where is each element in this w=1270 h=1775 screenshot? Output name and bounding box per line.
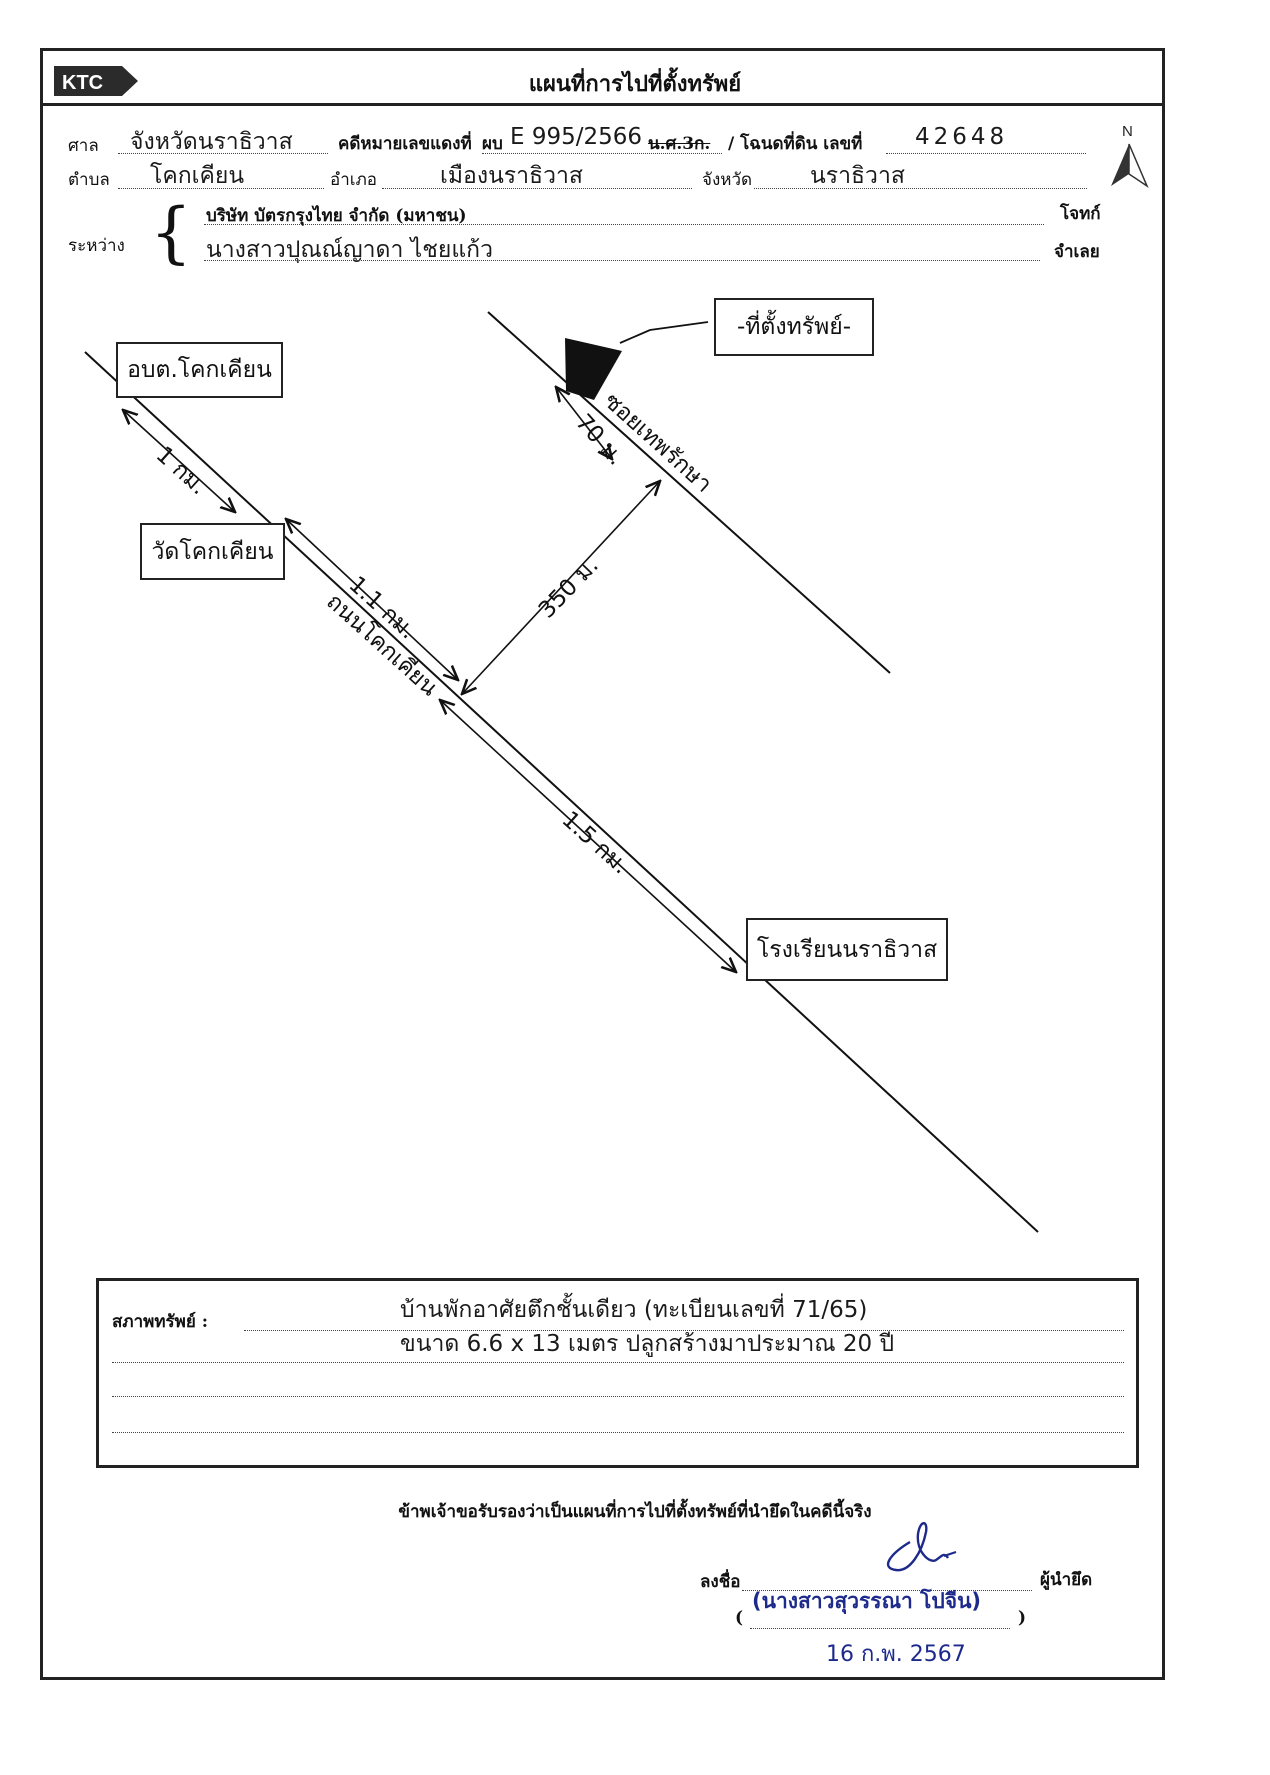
plaintiff-line [204, 224, 1044, 225]
between-label: ระหว่าง [68, 236, 125, 256]
status-line2-text: ขนาด 6.6 x 13 เมตร ปลูกสร้างมาประมาณ 20 … [400, 1331, 895, 1357]
certification-statement: ข้าพเจ้าขอรับรองว่าเป็นแผนที่การไปที่ตั้… [398, 1502, 872, 1522]
province-line [754, 188, 1087, 189]
open-paren: ( [735, 1608, 744, 1628]
deed-line [886, 153, 1086, 154]
district-line [382, 188, 692, 189]
court-label: ศาล [68, 136, 99, 156]
status-label: สภาพทรัพย์ : [112, 1312, 209, 1332]
north-arrow-icon: N [1111, 123, 1149, 189]
date-stamp: 16 ก.พ. 2567 [826, 1642, 966, 1667]
place-obt-box: อบต.โคกเคียน [116, 342, 283, 398]
case-number-value: E 995/2566 [510, 124, 643, 150]
north-label: N [1122, 123, 1133, 140]
main-road-line [84, 351, 1039, 1233]
province-value: นราธิวาส [810, 163, 905, 189]
ktc-logo: KTC [54, 66, 138, 96]
status-line-3 [112, 1396, 1124, 1397]
subdistrict-value: โคกเคียน [150, 163, 245, 189]
defendant-value: นางสาวปุณณ์ญาดา ไชยแก้ว [206, 237, 494, 263]
property-pointer [619, 321, 709, 344]
seizer-label: ผู้นำยึด [1040, 1570, 1093, 1590]
arrow-dist-3 [440, 700, 736, 972]
signature-image [886, 1522, 957, 1572]
document-title: แผนที่การไปที่ตั้งทรัพย์ [528, 71, 742, 97]
property-marker [565, 338, 622, 400]
arrow-dist-4 [462, 481, 660, 694]
status-line-2 [112, 1362, 1124, 1363]
plaintiff-value: บริษัท บัตรกรุงไทย จำกัด (มหาชน) [206, 206, 467, 226]
subdistrict-line [118, 188, 324, 189]
close-paren: ) [1018, 1608, 1027, 1628]
status-line1-text: บ้านพักอาศัยตึกชั้นเดียว (ทะเบียนเลขที่ … [400, 1297, 868, 1323]
brace-symbol: { [150, 194, 192, 271]
sign-line [742, 1590, 1032, 1591]
soi-road-line [487, 311, 891, 674]
subdistrict-label: ตำบล [68, 170, 110, 190]
district-label: อำเภอ [330, 170, 377, 190]
case-number-label: คดีหมายเลขแดงที่ [338, 134, 472, 154]
case-prefix: ผบ [482, 134, 503, 154]
sign-label: ลงชื่อ [700, 1572, 741, 1592]
property-status-box [96, 1278, 1139, 1468]
defendant-label: จำเลย [1054, 242, 1100, 262]
logo-text: KTC [62, 72, 103, 94]
province-label: จังหวัด [702, 170, 753, 190]
plaintiff-label: โจทก์ [1060, 204, 1101, 224]
status-line-1 [244, 1330, 1124, 1331]
document-frame [40, 48, 1165, 1680]
status-line-4 [112, 1432, 1124, 1433]
header-bar [40, 48, 1165, 106]
court-value: จังหวัดนราธิวาส [130, 129, 293, 155]
deed-label: / โฉนดที่ดิน เลขที่ [728, 134, 863, 154]
property-label-box: -ที่ตั้งทรัพย์- [714, 298, 874, 356]
case-struck-text: น.ศ.3ก. [648, 134, 711, 154]
arrow-dist-2 [286, 519, 458, 680]
arrow-dist-5 [556, 387, 612, 459]
district-value: เมืองนราธิวาส [440, 163, 583, 189]
signer-name: (นางสาวสุวรรณา โปจีน) [752, 1589, 982, 1613]
name-line [750, 1628, 1010, 1629]
place-school-box: โรงเรียนนราธิวาส [746, 918, 948, 981]
case-number-line [482, 153, 722, 154]
arrow-dist-1 [123, 410, 235, 512]
defendant-line [204, 260, 1040, 261]
place-wat-box: วัดโคกเคียน [140, 523, 285, 580]
court-line [118, 153, 328, 154]
deed-value: 42648 [915, 124, 1009, 150]
